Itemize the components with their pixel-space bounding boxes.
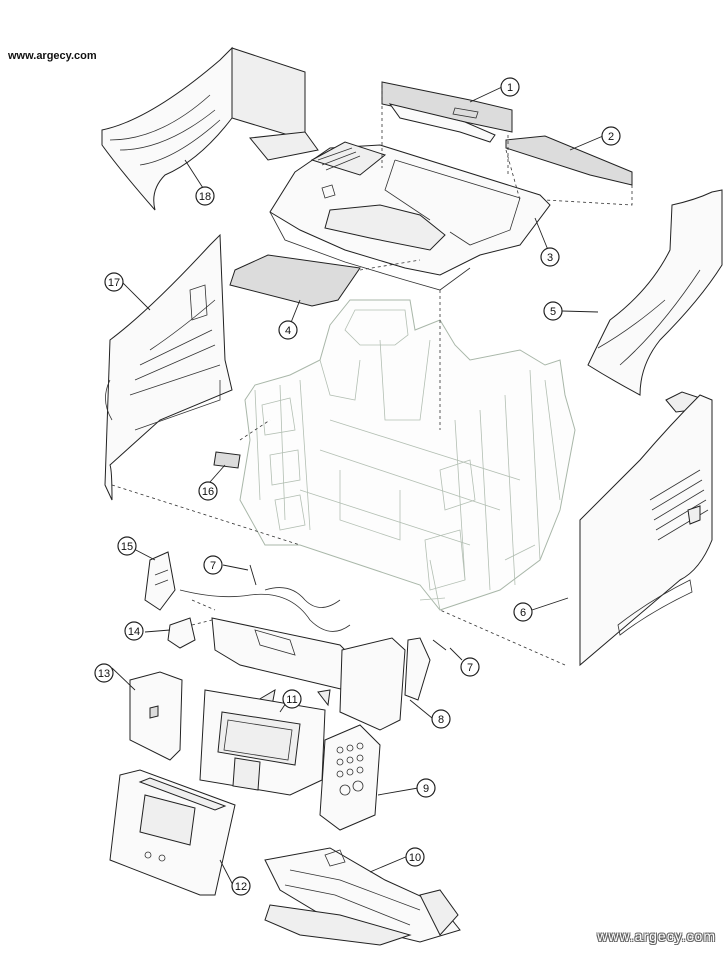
callout-4: 4 — [278, 320, 298, 340]
part-7-springs — [249, 564, 447, 651]
callout-9: 9 — [416, 778, 436, 798]
svg-text:15: 15 — [121, 541, 133, 553]
svg-text:5: 5 — [550, 306, 556, 318]
part-16-label — [213, 451, 241, 469]
callout-18: 18 — [195, 186, 215, 206]
part-3-top-cover — [269, 141, 551, 291]
part-4-panel — [229, 254, 361, 307]
svg-text:10: 10 — [409, 852, 421, 864]
callout-8: 8 — [431, 709, 451, 729]
callout-15: 15 — [117, 536, 137, 556]
svg-text:1: 1 — [507, 82, 513, 94]
callout-12: 12 — [231, 876, 251, 896]
part-10-tray — [264, 847, 461, 946]
part-6-right-cover — [579, 391, 713, 667]
callout-6: 6 — [513, 602, 533, 622]
svg-text:12: 12 — [235, 881, 247, 893]
svg-text:16: 16 — [202, 486, 214, 498]
callout-5: 5 — [543, 301, 563, 321]
svg-text:4: 4 — [285, 325, 291, 337]
svg-text:11: 11 — [286, 694, 297, 706]
svg-text:14: 14 — [128, 626, 140, 638]
part-18-rear-cover — [101, 46, 319, 211]
callout-16: 16 — [198, 481, 218, 501]
callout-7a: 7 — [203, 555, 223, 575]
callout-10: 10 — [405, 847, 425, 867]
part-13-cover — [129, 671, 183, 761]
svg-text:9: 9 — [423, 783, 429, 795]
part-12-front-bezel — [109, 769, 236, 896]
part-14-bracket — [167, 617, 196, 649]
part-5-right-cover — [587, 189, 723, 396]
callout-1: 1 — [500, 77, 520, 97]
svg-text:7: 7 — [467, 662, 473, 674]
callout-11: 11 — [282, 689, 302, 709]
part-11-panel-housing — [199, 689, 326, 796]
callout-17: 17 — [104, 272, 124, 292]
watermark-bottom: www.argecy.com — [597, 928, 716, 944]
callout-14: 14 — [124, 621, 144, 641]
part-1-top-bar — [381, 81, 513, 143]
part-8-chassis — [179, 587, 431, 731]
part-15-bracket — [144, 551, 176, 611]
svg-text:17: 17 — [108, 277, 120, 289]
printer-frame — [239, 299, 576, 611]
dashed-guides — [111, 82, 633, 666]
svg-text:7: 7 — [210, 560, 216, 572]
svg-text:18: 18 — [199, 191, 211, 203]
watermark-top: www.argecy.com — [8, 50, 97, 62]
part-17-left-cover — [104, 233, 233, 501]
svg-text:8: 8 — [438, 714, 444, 726]
callout-3: 3 — [540, 247, 560, 267]
callout-13: 13 — [94, 663, 114, 683]
svg-text:2: 2 — [608, 131, 614, 143]
svg-text:3: 3 — [547, 252, 553, 264]
svg-text:6: 6 — [520, 607, 526, 619]
callout-2: 2 — [601, 126, 621, 146]
part-9-keypad — [319, 724, 381, 831]
callout-7b: 7 — [460, 657, 480, 677]
svg-text:13: 13 — [98, 668, 110, 680]
